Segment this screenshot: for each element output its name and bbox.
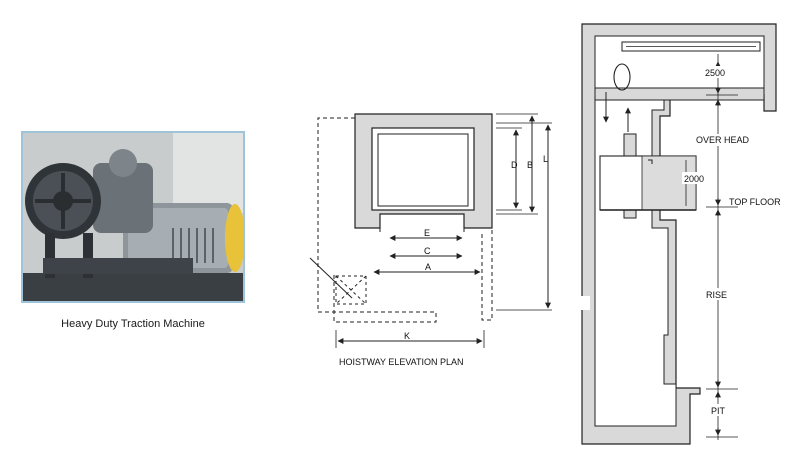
rise-label: RISE bbox=[706, 290, 727, 300]
overhead-dim-label: 2500 bbox=[705, 68, 725, 78]
overhead-label: OVER HEAD bbox=[696, 135, 750, 145]
dim-d-label: D bbox=[511, 160, 518, 170]
dim-b-label: B bbox=[527, 160, 533, 170]
plan-title: HOISTWAY ELEVATION PLAN bbox=[339, 357, 464, 367]
dim-l-label: L bbox=[543, 154, 548, 164]
photo-caption: Heavy Duty Traction Machine bbox=[61, 318, 205, 330]
traction-machine-illustration bbox=[23, 133, 243, 301]
plan-dashed-outline bbox=[317, 117, 437, 323]
dim-k-label: K bbox=[404, 331, 410, 341]
hoistway-plan: D B L E C A K HOISTWAY ELEVATION PLAN bbox=[309, 113, 552, 367]
dim-c-label: C bbox=[424, 246, 431, 256]
dim-e-label: E bbox=[424, 228, 430, 238]
car-dim-label: 2000 bbox=[684, 174, 704, 184]
plan-car bbox=[371, 127, 475, 211]
hoistway-section: 2500 OVER HEAD 2000 TOP FLOOR RISE PIT bbox=[580, 23, 781, 445]
traction-machine-photo bbox=[21, 131, 245, 303]
top-floor-label: TOP FLOOR bbox=[729, 197, 781, 207]
dim-a-label: A bbox=[425, 262, 431, 272]
pit-label: PIT bbox=[711, 406, 726, 416]
